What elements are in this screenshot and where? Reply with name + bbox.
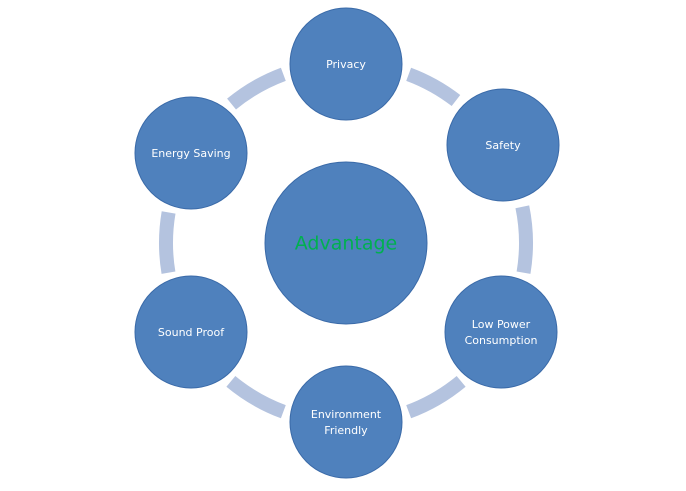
center-label: Advantage <box>295 233 398 255</box>
ring-arc <box>227 67 286 110</box>
node-energy-saving: Energy Saving <box>134 96 248 210</box>
node-sound-proof: Sound Proof <box>134 275 248 389</box>
center-circle <box>264 161 428 325</box>
node-label: Environment <box>311 408 382 421</box>
node-circle <box>289 365 403 479</box>
node-label: Energy Saving <box>151 147 230 160</box>
ring-arc <box>406 375 466 419</box>
node-circle <box>444 275 558 389</box>
node-label: Privacy <box>326 58 366 71</box>
node-label: Safety <box>485 139 521 152</box>
node-privacy: Privacy <box>289 7 403 121</box>
node-label: Low Power <box>472 318 531 331</box>
node-circle <box>134 275 248 389</box>
node-label: Consumption <box>465 334 538 347</box>
node-circle <box>134 96 248 210</box>
node-label: Friendly <box>324 424 368 437</box>
node-safety: Safety <box>446 88 560 202</box>
ring-arc <box>515 205 533 274</box>
node-label: Sound Proof <box>158 326 225 339</box>
ring-arc <box>226 375 286 419</box>
ring-connectors <box>159 67 533 419</box>
ring-arc <box>159 211 176 274</box>
center-node: Advantage <box>264 161 428 325</box>
ring-arc <box>406 67 461 107</box>
node-circle <box>446 88 560 202</box>
node-circle <box>289 7 403 121</box>
